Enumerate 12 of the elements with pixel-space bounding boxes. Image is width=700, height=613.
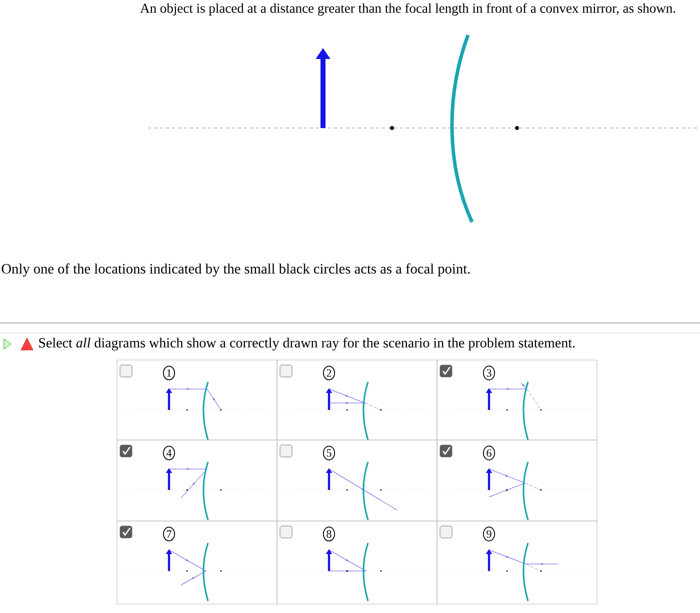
problem-note: Only one of the locations indicated by the small black circles acts as a focal point.	[2, 263, 470, 277]
question-text: Select all diagrams which show a correctly drawn ray for the scenario in the problem statement.	[39, 338, 575, 350]
callout-number: 3	[482, 366, 496, 380]
callout-number: 4	[162, 446, 176, 460]
problem-statement: An object is placed at a distance greater than the focal length in front of a convex mirror, as shown.	[140, 3, 676, 16]
callout-number: 6	[482, 446, 496, 460]
callout-number: 2	[322, 366, 336, 380]
callout-number: 7	[162, 526, 176, 542]
callout-number: 9	[482, 526, 496, 542]
callout-number: 1	[162, 366, 176, 380]
callout-number: 5	[322, 446, 336, 460]
callout-number: 8	[322, 526, 336, 542]
